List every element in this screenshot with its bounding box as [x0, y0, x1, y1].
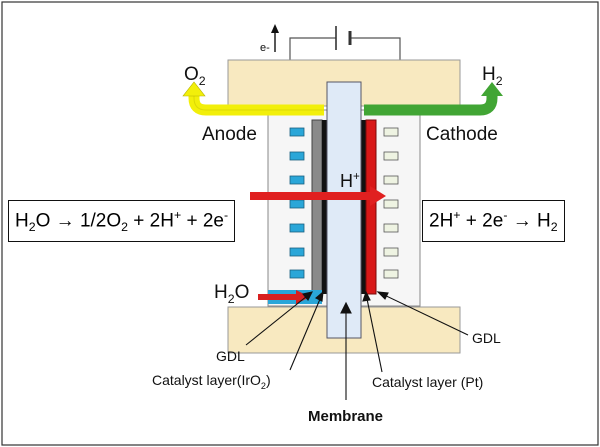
gdl-left-label: GDL	[216, 348, 245, 364]
oxygen-outlet-arrow	[182, 81, 324, 116]
water-label: H2O	[214, 282, 250, 306]
hydrogen-outlet-arrow	[364, 82, 503, 116]
anode-gdl	[311, 119, 323, 295]
cathode-reaction-equation: 2H+ + 2e- → H2	[422, 200, 565, 243]
external-circuit	[289, 37, 401, 60]
proton-transport-arrow	[250, 186, 386, 206]
cathode-catalyst-layer	[365, 119, 377, 295]
electron-arrow-icon	[271, 24, 279, 52]
cathode-label: Cathode	[426, 124, 498, 145]
anode-reaction-equation: H2O → 1/2O2 + 2H+ + 2e-	[8, 200, 236, 243]
anode-catalyst-layer	[322, 120, 327, 294]
catalyst-left-label: Catalyst layer(IrO2)	[152, 372, 271, 391]
cathode-flow-channels	[383, 127, 399, 279]
oxygen-label: O2	[184, 64, 206, 88]
anode-flow-channels	[289, 127, 305, 279]
proton-label: H+	[340, 170, 360, 191]
water-inflow-arrow	[258, 290, 310, 304]
membrane-label: Membrane	[308, 408, 384, 425]
cathode-catalyst-backing	[361, 120, 366, 294]
battery-icon	[335, 26, 352, 50]
gdl-right-label: GDL	[472, 330, 501, 346]
membrane	[326, 81, 362, 339]
electron-label: e-	[260, 42, 270, 54]
hydrogen-label: H2	[482, 64, 503, 88]
leader-lines	[245, 290, 469, 400]
anode-label: Anode	[202, 124, 257, 145]
catalyst-right-label: Catalyst layer (Pt)	[372, 374, 484, 390]
